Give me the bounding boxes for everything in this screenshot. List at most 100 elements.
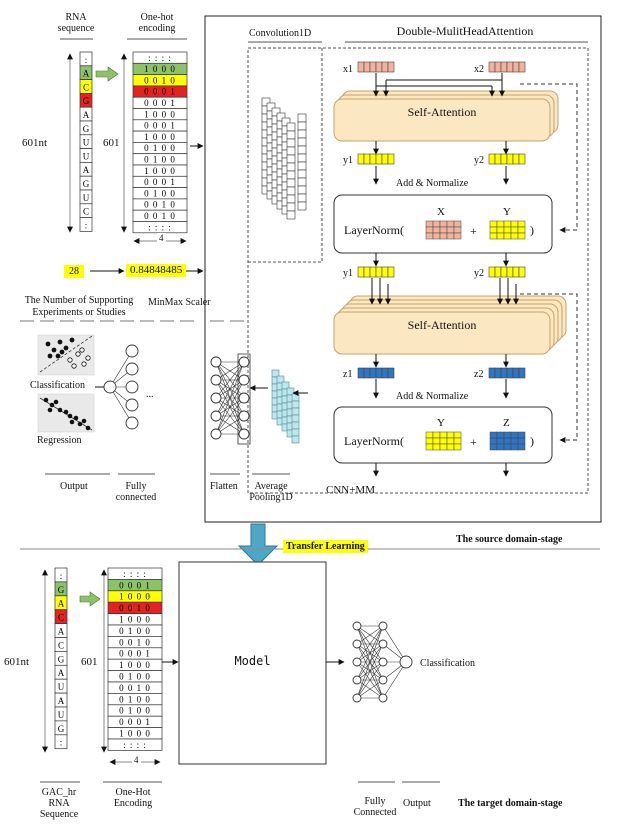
add-normalize-label-1: Add & Normalize [396, 178, 469, 189]
scaled-value: 0.84848485 [126, 264, 187, 277]
seq-cell-text: U [83, 138, 90, 148]
x2-label: x2 [474, 64, 484, 75]
seq-cell [79, 217, 93, 232]
dmha-label: Double-MulitHeadAttention [396, 24, 534, 38]
seq-cell-text: A [83, 110, 90, 120]
y2-label-top: y2 [474, 155, 484, 166]
average-pooling-stack [271, 369, 300, 444]
gac-sequence-label: GAC_hr RNA Sequence [39, 787, 79, 820]
cnn-mm-dashed-box [247, 47, 589, 494]
scaler-label: MinMax Scaler [148, 297, 211, 308]
onehot-row-text: 0 0 1 0 [119, 603, 151, 613]
onehot-row-text: 1 0 0 0 [119, 592, 151, 602]
onehot-row-text: 0 1 0 0 [144, 155, 176, 165]
nt-length-label-bottom: 601nt [4, 656, 30, 668]
onehot-row-text: 1 0 0 0 [144, 109, 176, 119]
fc-ellipsis: ... [146, 389, 154, 400]
source-stage-label: The source domain-stage [456, 534, 563, 545]
onehot-encoding-label-bottom: One-Hot Encoding [113, 787, 153, 809]
onehot-row [107, 738, 163, 751]
plus-2: + [470, 435, 477, 449]
x1-label: x1 [343, 64, 353, 75]
seq-cell-text: A [58, 599, 65, 609]
seq-cell-text: A [83, 165, 90, 175]
regression-scatter-image [37, 393, 95, 433]
onehot-row-text: 0 0 0 1 [144, 177, 176, 187]
y2-label-mid: y2 [474, 268, 484, 279]
y-matrix-label-1: Y [503, 206, 511, 218]
residual-connection-2 [520, 293, 578, 443]
onehot-matrix: : : : :1 0 0 00 0 1 00 0 0 10 0 0 11 0 0… [132, 51, 188, 234]
model-label: Model [234, 654, 271, 668]
onehot-row-text: 1 0 0 0 [144, 64, 176, 74]
y1-vector-top [357, 153, 395, 165]
regression-label: Regression [37, 435, 82, 446]
y-matrix-label-2: Y [437, 417, 445, 429]
z1-vector [357, 367, 395, 379]
bottom-fc-network [352, 621, 413, 703]
rows-label: 601 [103, 137, 120, 149]
z1-label: z1 [343, 369, 353, 380]
seq-cell-text: G [83, 96, 90, 106]
onehot-row-text: 0 0 1 0 [119, 683, 151, 693]
onehot-row-text: 0 0 1 0 [119, 637, 151, 647]
transfer-arrow-icon [237, 523, 279, 566]
y-matrix-1 [489, 220, 526, 240]
seq-cell-text: C [83, 207, 89, 217]
onehot-row-text: : : : : [148, 53, 172, 63]
conv1d-feature-stack [261, 97, 307, 220]
seq-cell-text: C [58, 640, 64, 650]
transfer-learning-label: Transfer Learning [283, 540, 368, 553]
onehot-row-text: 0 0 1 0 [144, 200, 176, 210]
y2-vector-mid [488, 266, 526, 278]
onehot-row [132, 221, 188, 234]
close-paren-2: ) [530, 434, 534, 448]
onehot-row-text: 0 1 0 0 [144, 188, 176, 198]
onehot-row-text: 0 1 0 0 [119, 706, 151, 716]
flatten-label: Flatten [210, 481, 238, 492]
layernorm-label-2: LayerNorm( [344, 434, 404, 448]
y-matrix-2 [425, 431, 462, 451]
fully-connected-label-bottom: Fully Connected [353, 796, 397, 818]
onehot-encoding-label: One-hot encoding [138, 12, 176, 34]
seq-cell-text: : [85, 220, 88, 230]
onehot-row-text: 0 0 0 1 [144, 121, 176, 131]
self-attention-block-1 [333, 90, 559, 142]
seq-cell-text: C [58, 613, 64, 623]
seq-cell [54, 734, 68, 750]
seq-cell-text: C [83, 82, 89, 92]
z-matrix-label: Z [503, 417, 510, 429]
self-attention-label-1: Self-Attention [407, 105, 477, 119]
seq-cell-text: : [60, 571, 63, 581]
cols-label-bottom: 4 [132, 755, 141, 766]
onehot-row-text: 0 0 0 1 [144, 98, 176, 108]
classification-label: Classification [30, 380, 85, 391]
output-label: Output [60, 481, 88, 492]
encode-arrow-icon [95, 66, 119, 82]
x-matrix [425, 220, 462, 240]
onehot-row-text: 0 0 1 0 [144, 75, 176, 85]
onehot-row-text: 0 1 0 0 [144, 143, 176, 153]
z2-vector [488, 367, 526, 379]
close-paren-1: ) [530, 223, 534, 237]
x2-vector [488, 61, 526, 73]
add-normalize-label-2: Add & Normalize [396, 391, 469, 402]
classification-scatter-image [37, 334, 95, 376]
cols-label: 4 [157, 233, 166, 244]
z2-label: z2 [474, 369, 484, 380]
seq-cell-text: G [83, 124, 90, 134]
fully-connected-label: Fully connected [115, 481, 157, 503]
onehot-row-text: : : : : [123, 569, 147, 579]
encode-arrow-icon-bottom [79, 591, 101, 607]
onehot-row-text: 0 1 0 0 [119, 626, 151, 636]
model-box [178, 561, 327, 765]
cnn-mm-label: CNN+MM [326, 484, 375, 496]
seq-cell-text: G [58, 585, 65, 595]
x-matrix-label: X [437, 206, 445, 218]
layernorm-label-1: LayerNorm( [344, 223, 404, 237]
x1-vector [357, 61, 395, 73]
output-network [103, 344, 139, 430]
